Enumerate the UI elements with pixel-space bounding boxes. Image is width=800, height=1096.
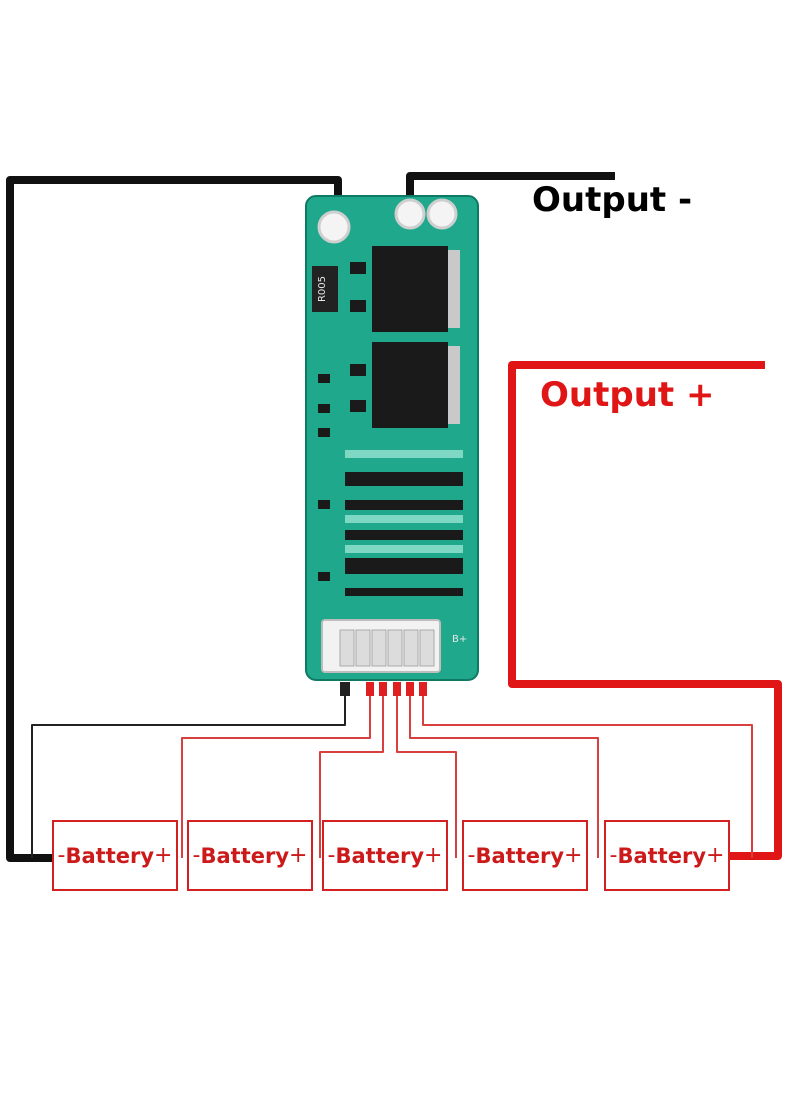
connector-marking: B+ [452, 634, 467, 645]
negative-wires [6, 172, 615, 862]
shunt-resistor [312, 266, 338, 312]
battery-label: Battery [617, 843, 707, 868]
battery-positive-terminal: + [289, 843, 308, 868]
output-terminal [426, 198, 458, 230]
battery-positive-terminal: + [154, 843, 173, 868]
battery-positive-terminal: + [706, 843, 725, 868]
battery-negative-terminal: - [327, 843, 336, 868]
battery-positive-terminal: + [564, 843, 583, 868]
battery-label: Battery [65, 843, 155, 868]
output-negative-wire [406, 172, 615, 200]
battery-negative-terminal: - [467, 843, 476, 868]
output-positive-wire [508, 361, 782, 860]
battery-negative-terminal: - [57, 843, 66, 868]
mounting-hole [317, 210, 351, 244]
battery-label: Battery [475, 843, 565, 868]
battery-negative-terminal: - [609, 843, 618, 868]
resistor-marking: R005 [317, 276, 328, 302]
mosfet [372, 246, 448, 332]
battery-5: - Battery + [604, 820, 730, 891]
battery-positive-terminal: + [424, 843, 443, 868]
output-positive-label: Output + [540, 375, 715, 415]
balance-components [345, 472, 463, 596]
mosfet [372, 342, 448, 428]
battery-4: - Battery + [462, 820, 588, 891]
output-terminal [394, 198, 426, 230]
battery-negative-terminal: - [192, 843, 201, 868]
battery-label: Battery [200, 843, 290, 868]
battery-1: - Battery + [52, 820, 178, 891]
balance-wires [31, 695, 753, 858]
battery-negative-wire [6, 176, 342, 862]
battery-3: - Battery + [322, 820, 448, 891]
battery-label: Battery [335, 843, 425, 868]
output-negative-label: Output - [532, 180, 693, 220]
bms-board: R005 [305, 195, 479, 696]
battery-2: - Battery + [187, 820, 313, 891]
